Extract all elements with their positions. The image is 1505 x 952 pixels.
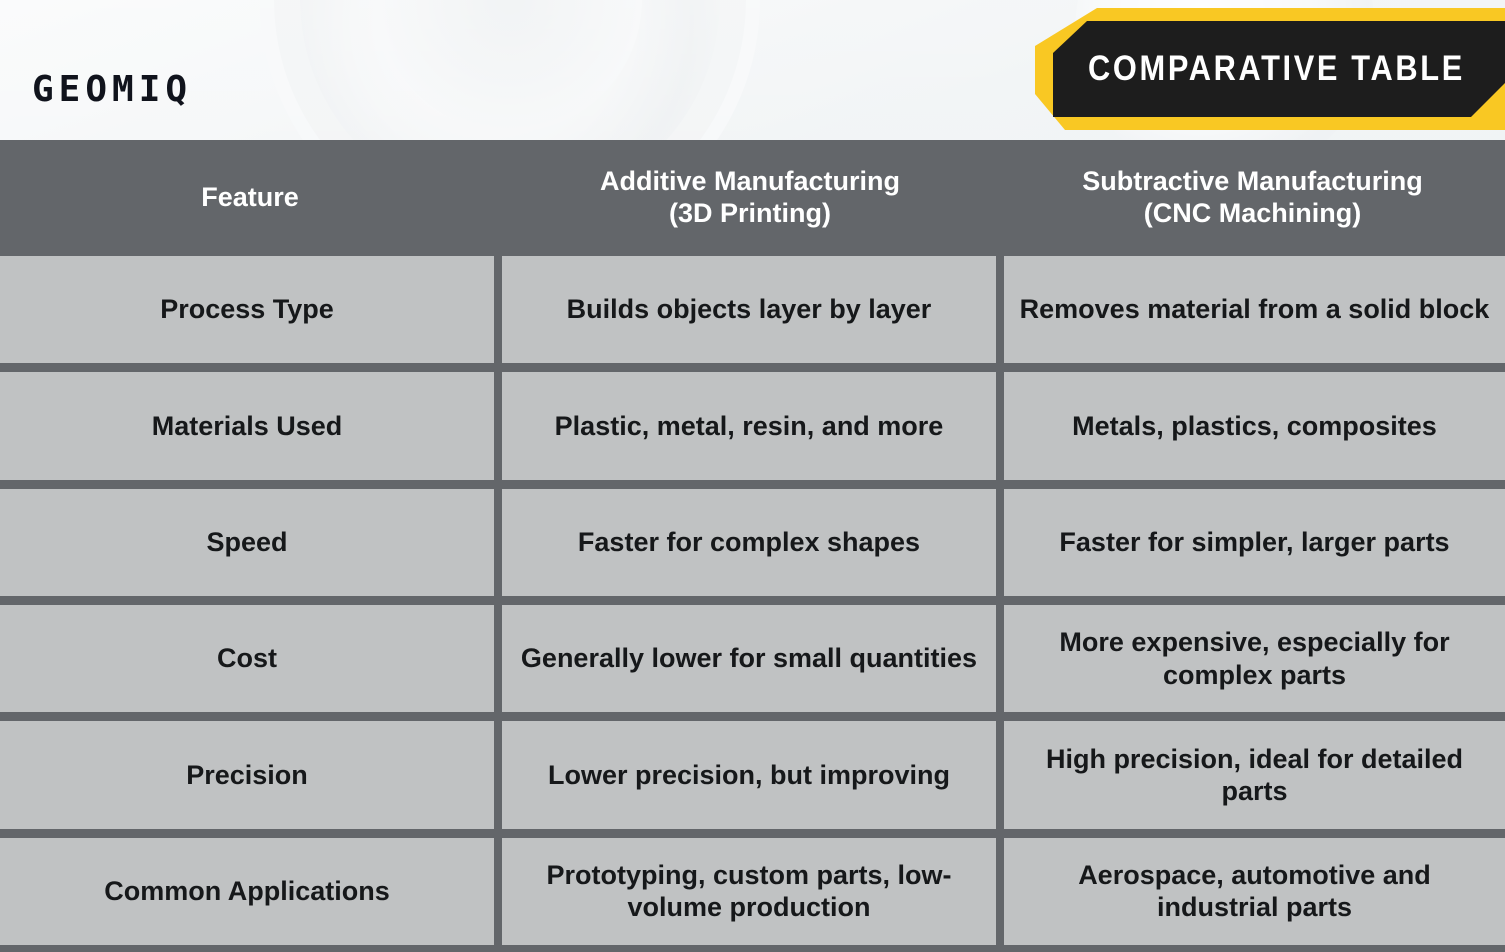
cell-additive: Plastic, metal, resin, and more — [502, 372, 996, 480]
geomiq-logo: GEOMIQ — [32, 69, 193, 110]
cell-text: Removes material from a solid block — [1019, 294, 1490, 325]
column-header-line2: (CNC Machining) — [1143, 198, 1362, 228]
cell-subtractive: Aerospace, automotive and industrial par… — [1004, 837, 1505, 945]
cell-text: Builds objects layer by layer — [566, 294, 932, 325]
cell-additive: Faster for complex shapes — [502, 488, 996, 596]
table-row: Common Applications Prototyping, custom … — [0, 837, 1505, 945]
comparative-table-badge: COMPARATIVE TABLE — [1035, 8, 1505, 130]
table-header-row: Feature Additive Manufacturing (3D Print… — [0, 140, 1505, 256]
table-row: Materials Used Plastic, metal, resin, an… — [0, 372, 1505, 480]
badge-dark-shape: COMPARATIVE TABLE — [1053, 21, 1505, 117]
cell-feature: Speed — [0, 488, 494, 596]
column-header-line1: Additive Manufacturing — [599, 166, 900, 197]
cell-feature: Common Applications — [0, 837, 494, 945]
column-header-line2: (3D Printing) — [668, 198, 831, 228]
cell-text: Cost — [217, 643, 277, 674]
cell-additive: Generally lower for small quantities — [502, 604, 996, 713]
cell-text: More expensive, especially for complex p… — [1059, 627, 1450, 690]
cell-additive: Prototyping, custom parts, low-volume pr… — [502, 837, 996, 945]
cell-subtractive: More expensive, especially for complex p… — [1004, 604, 1505, 713]
cell-text: Speed — [206, 527, 288, 558]
table-row: Cost Generally lower for small quantitie… — [0, 604, 1505, 713]
cell-text: Process Type — [160, 294, 334, 325]
column-header-line1: Subtractive Manufacturing — [1082, 166, 1423, 197]
table-row: Process Type Builds objects layer by lay… — [0, 256, 1505, 364]
cell-text: Aerospace, automotive and industrial par… — [1078, 859, 1431, 923]
cell-feature: Precision — [0, 721, 494, 829]
cell-subtractive: Metals, plastics, composites — [1004, 372, 1505, 480]
cell-feature: Cost — [0, 604, 494, 713]
cell-feature: Process Type — [0, 256, 494, 364]
cell-subtractive: High precision, ideal for detailed parts — [1004, 721, 1505, 829]
cell-text: Prototyping, custom parts, low-volume pr… — [546, 859, 952, 923]
cell-subtractive: Removes material from a solid block — [1004, 256, 1505, 364]
column-header-subtractive: Subtractive Manufacturing (CNC Machining… — [1000, 140, 1505, 256]
badge-label: COMPARATIVE TABLE — [1087, 49, 1465, 88]
cell-feature: Materials Used — [0, 372, 494, 480]
column-header-line1: Feature — [201, 182, 299, 213]
top-banner: GEOMIQ COMPARATIVE TABLE — [0, 0, 1505, 140]
cell-additive: Lower precision, but improving — [502, 721, 996, 829]
column-header-feature: Feature — [0, 140, 500, 256]
column-header-additive: Additive Manufacturing (3D Printing) — [500, 140, 1000, 256]
cell-text: Metals, plastics, composites — [1072, 410, 1437, 441]
cell-text: High precision, ideal for detailed parts — [1045, 743, 1464, 806]
table-body: Process Type Builds objects layer by lay… — [0, 256, 1505, 952]
table-row: Speed Faster for complex shapes Faster f… — [0, 488, 1505, 596]
cell-text: Plastic, metal, resin, and more — [554, 410, 944, 441]
cell-subtractive: Faster for simpler, larger parts — [1004, 488, 1505, 596]
comparison-table: Feature Additive Manufacturing (3D Print… — [0, 140, 1505, 952]
cell-text: Materials Used — [151, 410, 343, 441]
cell-text: Lower precision, but improving — [547, 759, 951, 790]
cell-text: Common Applications — [104, 876, 390, 907]
cell-text: Faster for simpler, larger parts — [1059, 527, 1450, 558]
cell-text: Generally lower for small quantities — [520, 643, 978, 674]
table-row: Precision Lower precision, but improving… — [0, 721, 1505, 829]
cell-additive: Builds objects layer by layer — [502, 256, 996, 364]
cell-text: Precision — [186, 759, 308, 790]
cell-text: Faster for complex shapes — [577, 527, 921, 558]
